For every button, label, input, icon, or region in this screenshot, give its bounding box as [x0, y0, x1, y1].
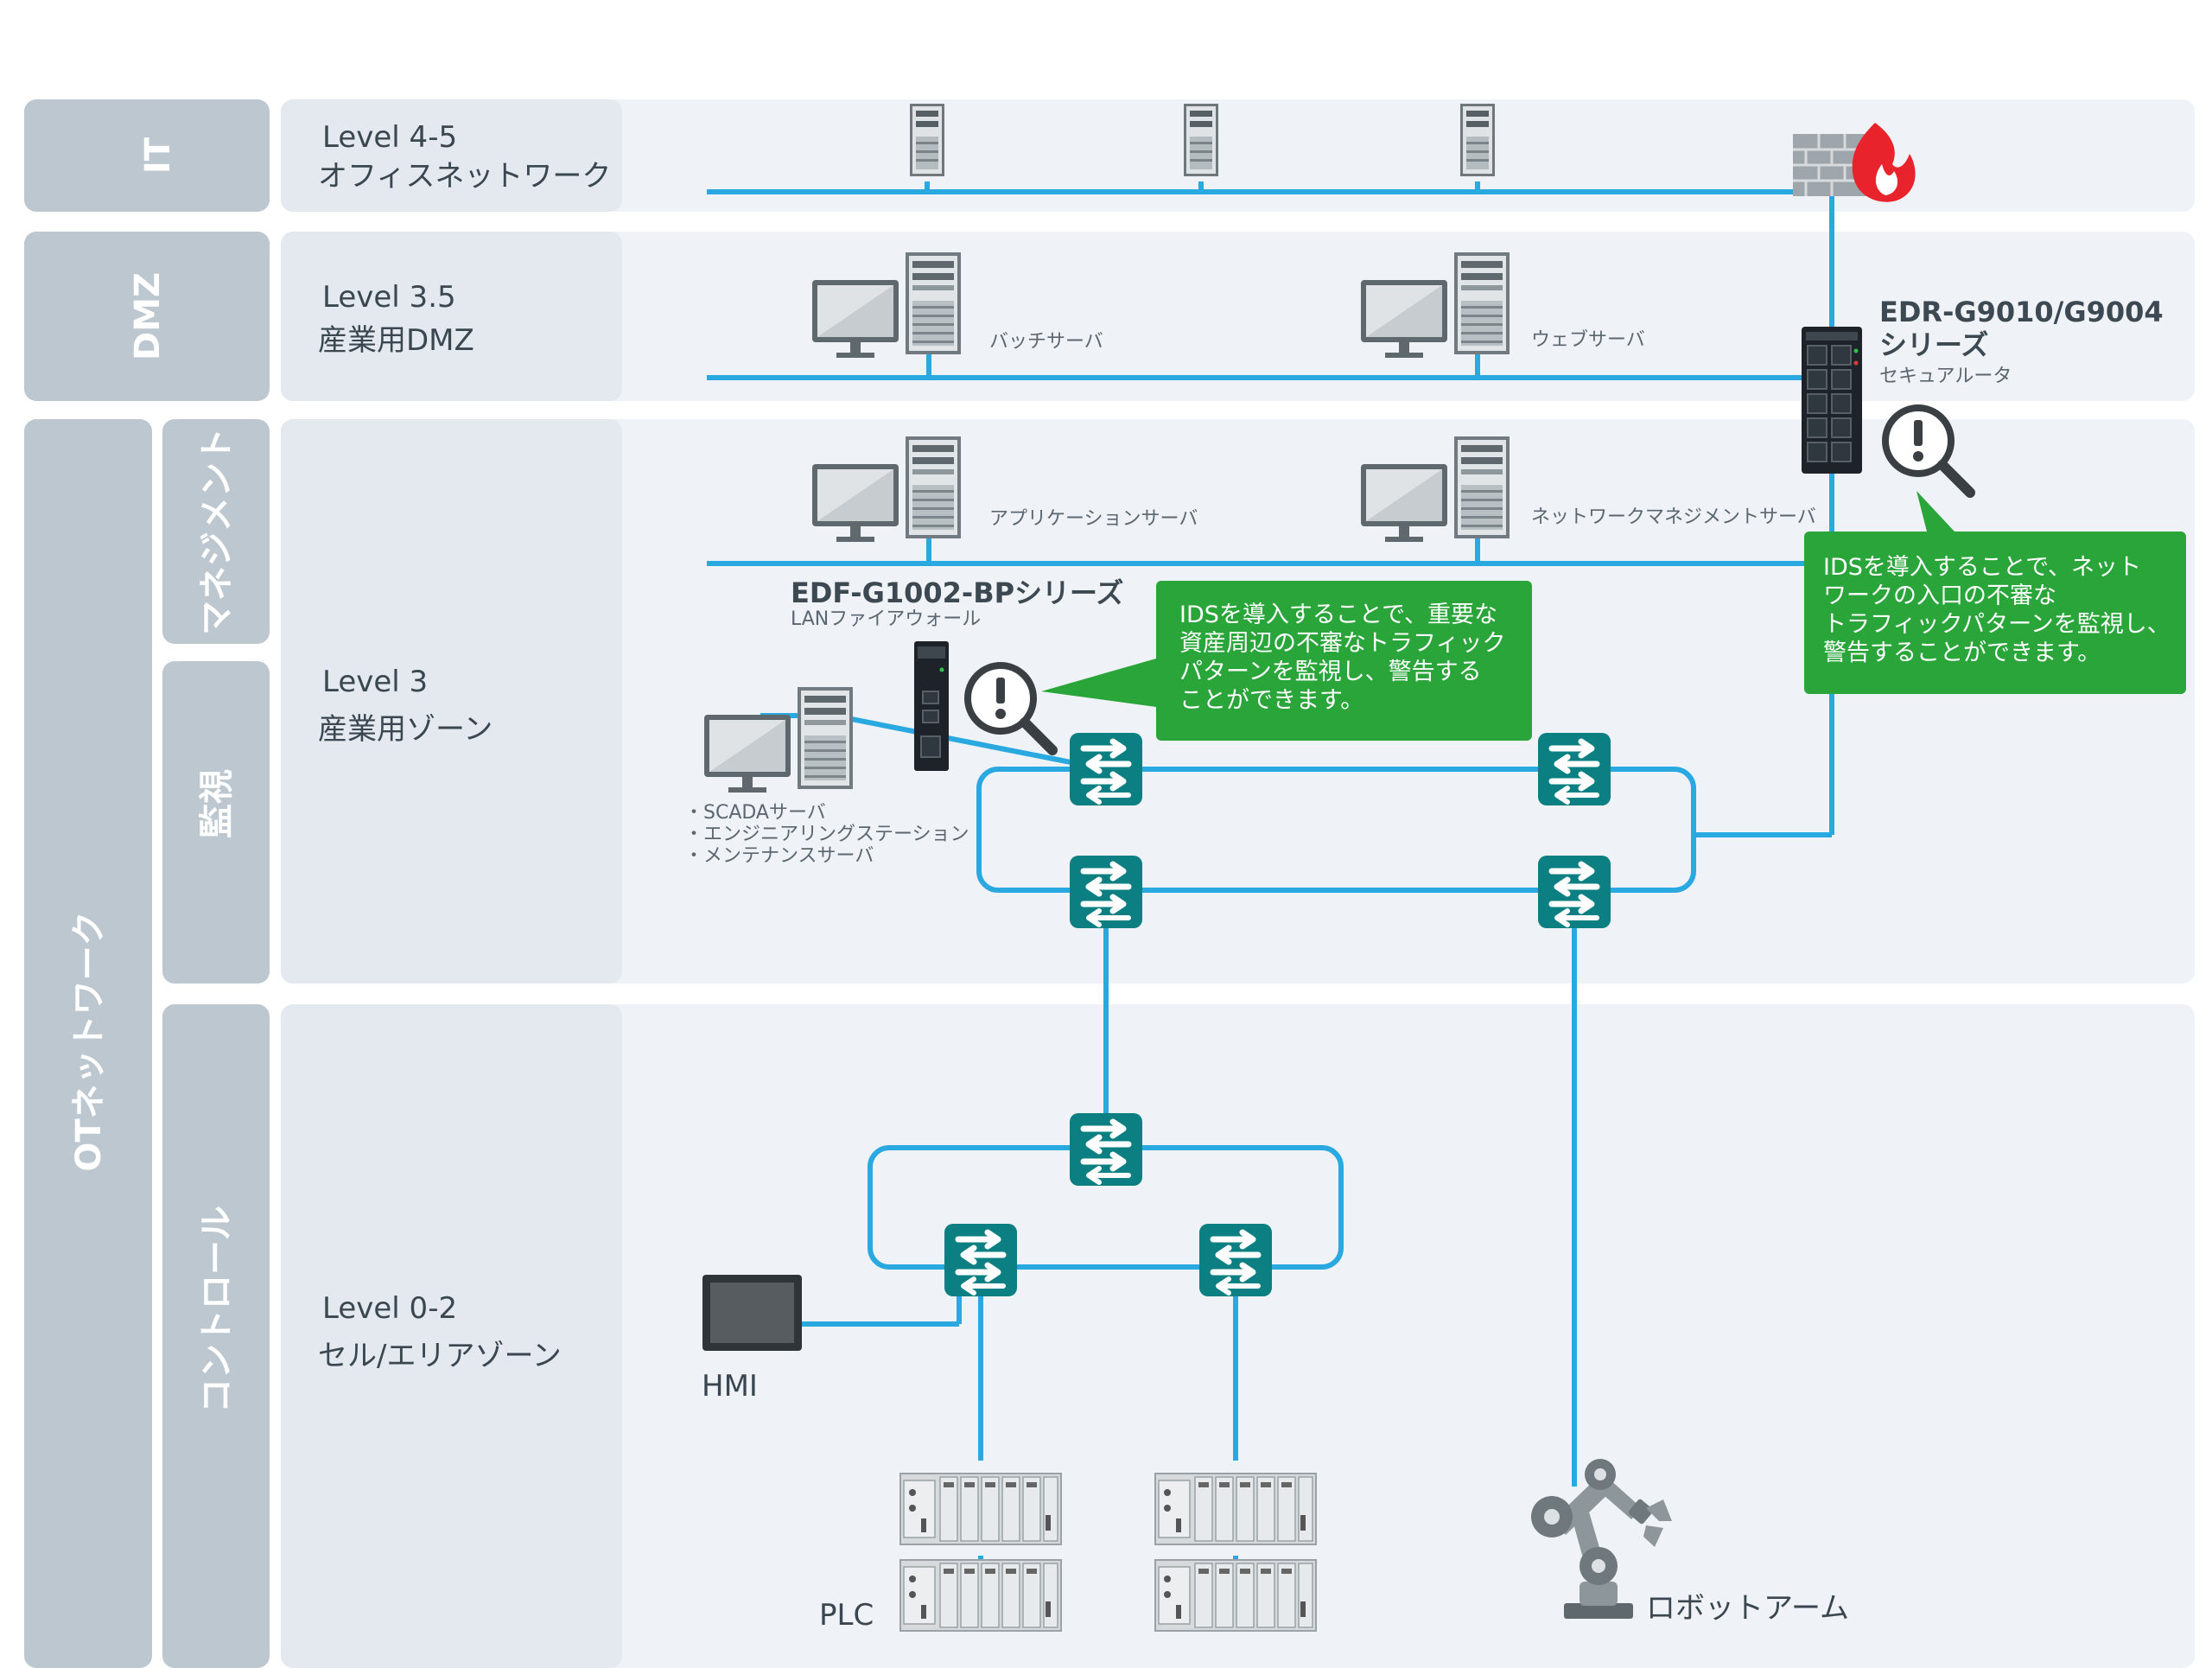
hmi-label: HMI [702, 1369, 758, 1404]
level3-level: Level 3 [322, 665, 428, 699]
plc-label: PLC [819, 1598, 874, 1633]
switch-icon-5 [1070, 1113, 1142, 1186]
hmi-icon [702, 1275, 802, 1351]
scada-list-item-2: ・エンジニアリングステーション [684, 824, 969, 845]
robot-arm-icon [1531, 1459, 1672, 1619]
edr-router-icon [1802, 327, 1862, 474]
level35-name: 産業用DMZ [318, 323, 474, 358]
it-server-icon-3 [1460, 104, 1495, 176]
level02-name: セル/エリアゾーン [318, 1339, 562, 1373]
management-band [162, 419, 270, 644]
plc-icon-3 [1154, 1473, 1317, 1545]
level35-level: Level 3.5 [322, 280, 456, 315]
switch-icon-4 [1538, 856, 1611, 928]
switch-icon-6 [944, 1224, 1017, 1296]
it-server-icon-1 [910, 104, 944, 176]
zone-level45 [281, 99, 2195, 212]
netmgmt-server-label: ネットワークマネジメントサーバ [1531, 506, 1816, 528]
plc-icon-1 [899, 1473, 1062, 1545]
callout-right [1804, 491, 2186, 694]
plc-icon-2 [899, 1559, 1062, 1632]
zone-level35 [281, 232, 2195, 401]
dmz-band [24, 232, 270, 401]
monitoring-label: 監視 [197, 769, 237, 838]
control-band [162, 1004, 270, 1668]
it-band [24, 99, 270, 212]
level3-name: 産業用ゾーン [318, 712, 493, 747]
callout-left-line3: パターンを監視し、警告する [1179, 659, 1482, 685]
switch-icon-2 [1538, 733, 1611, 805]
edr-title-line2: シリーズ [1879, 328, 1988, 361]
ot-band [24, 419, 152, 1668]
web-server-label: ウェブサーバ [1531, 329, 1645, 351]
level02-level: Level 0-2 [322, 1291, 457, 1326]
firewall-icon [1793, 123, 1916, 202]
it-label: IT [138, 137, 178, 174]
edr-subtitle: セキュアルータ [1879, 366, 2012, 387]
callout-right-line3: トラフィックパターンを監視し、 [1823, 611, 2171, 638]
control-label: コントロール [197, 1206, 237, 1413]
monitoring-band [162, 661, 270, 984]
edf-firewall-icon [914, 641, 949, 771]
app-server-label: アプリケーションサーバ [989, 508, 1198, 530]
switch-icon-1 [1070, 733, 1142, 805]
robot-arm-label: ロボットアーム [1646, 1591, 1849, 1626]
ot-label: OTネットワーク [69, 911, 109, 1171]
switch-icon-7 [1199, 1224, 1272, 1296]
edf-title: EDF-G1002-BPシリーズ [791, 576, 1123, 609]
plc-icon-4 [1154, 1559, 1317, 1632]
scada-list-item-1: ・SCADAサーバ [684, 802, 826, 824]
callout-left-line1: IDSを導入することで、重要な [1179, 602, 1497, 628]
dmz-label: DMZ [128, 272, 168, 360]
switch-icon-3 [1070, 856, 1142, 928]
scada-list-item-3: ・メンテナンスサーバ [684, 845, 874, 867]
level45-name: オフィスネットワーク [318, 159, 611, 194]
management-label: マネジメント [197, 428, 237, 635]
callout-right-line4: 警告することができます。 [1823, 640, 2101, 666]
callout-right-line1: IDSを導入することで、ネット [1823, 554, 2141, 581]
callout-right-line2: ワークの入口の不審な [1823, 583, 2056, 609]
edf-subtitle: LANファイアウォール [791, 608, 981, 630]
batch-server-label: バッチサーバ [989, 331, 1103, 353]
callout-left [1041, 581, 1532, 741]
edr-title-line1: EDR-G9010/G9004 [1879, 296, 2164, 328]
callout-left-line4: ことができます。 [1179, 687, 1363, 714]
level45-level: Level 4-5 [322, 120, 457, 155]
it-server-icon-2 [1184, 104, 1218, 176]
callout-left-line2: 資産周辺の不審なトラフィック [1179, 630, 1505, 657]
